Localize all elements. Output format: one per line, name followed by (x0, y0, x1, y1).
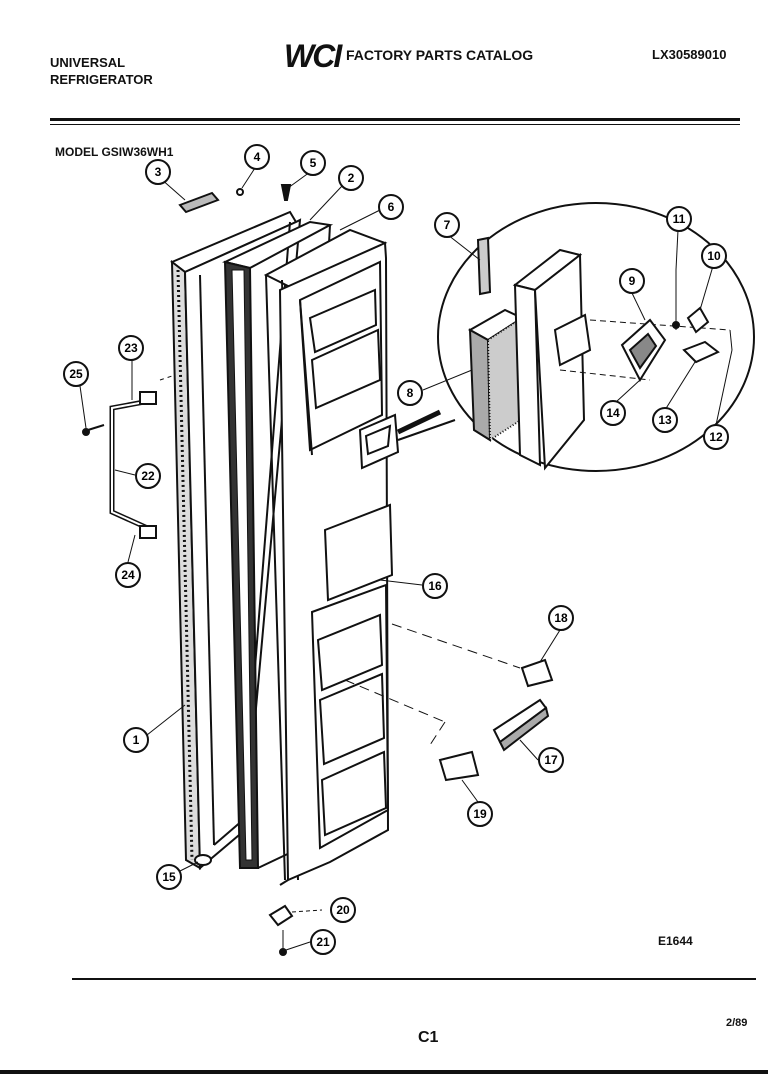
svg-text:1: 1 (133, 733, 140, 747)
callout-13: 13 (652, 407, 678, 433)
callout-6: 6 (378, 194, 404, 220)
svg-text:15: 15 (162, 870, 176, 884)
callout-11: 11 (666, 206, 692, 232)
svg-text:14: 14 (606, 406, 620, 420)
callout-12: 12 (703, 424, 729, 450)
page-number: C1 (418, 1029, 439, 1046)
callout-23: 23 (118, 335, 144, 361)
svg-text:17: 17 (544, 753, 558, 767)
svg-text:24: 24 (121, 568, 135, 582)
callout-9: 9 (619, 268, 645, 294)
svg-text:13: 13 (658, 413, 672, 427)
svg-text:11: 11 (673, 212, 686, 226)
door-handle (82, 374, 176, 539)
part-number: LX30589010 (652, 47, 727, 62)
svg-text:8: 8 (407, 386, 414, 400)
callout-15: 15 (156, 864, 182, 890)
part-5-screw (280, 184, 292, 201)
svg-text:2: 2 (348, 171, 355, 185)
callout-5: 5 (300, 150, 326, 176)
svg-text:25: 25 (69, 367, 83, 381)
callout-22: 22 (135, 463, 161, 489)
part-4-screw (236, 188, 244, 196)
svg-text:6: 6 (388, 200, 395, 214)
callout-8: 8 (397, 380, 423, 406)
door-liner (263, 228, 400, 886)
svg-text:19: 19 (473, 807, 487, 821)
svg-text:5: 5 (310, 156, 317, 170)
callout-3: 3 (145, 159, 171, 185)
svg-text:4: 4 (254, 150, 261, 164)
callout-14: 14 (600, 400, 626, 426)
callout-18: 18 (548, 605, 574, 631)
figure-code: E1644 (658, 934, 693, 948)
callout-19: 19 (467, 801, 493, 827)
svg-text:3: 3 (155, 165, 162, 179)
callout-4: 4 (244, 144, 270, 170)
callout-20: 20 (330, 897, 356, 923)
brand-line-2: REFRIGERATOR (50, 72, 153, 87)
wci-logo: WCI (284, 38, 342, 74)
dispenser-detail-inset (396, 202, 755, 472)
brand-line-1: UNIVERSAL (50, 55, 126, 70)
footer-rule (72, 978, 756, 980)
callout-25: 25 (63, 361, 89, 387)
svg-text:18: 18 (554, 611, 568, 625)
callout-7: 7 (434, 212, 460, 238)
svg-text:7: 7 (444, 218, 451, 232)
header-rule (50, 118, 740, 121)
brand-title: UNIVERSAL REFRIGERATOR (50, 54, 153, 88)
svg-text:10: 10 (707, 249, 721, 263)
callout-10: 10 (701, 243, 727, 269)
callout-16: 16 (422, 573, 448, 599)
svg-text:20: 20 (336, 903, 350, 917)
callout-2: 2 (338, 165, 364, 191)
callout-balloons: 1 2 3 4 5 6 7 8 9 10 11 12 13 14 15 16 1… (63, 144, 729, 955)
part-15-plug (194, 854, 212, 866)
svg-text:12: 12 (709, 430, 723, 444)
callout-1: 1 (123, 727, 149, 753)
revision-date: 2/89 (726, 1017, 748, 1029)
model-label: MODEL GSIW36WH1 (55, 145, 174, 159)
header-rule-thin (50, 124, 740, 125)
svg-text:23: 23 (124, 341, 138, 355)
bottom-edge (0, 1070, 768, 1074)
bin-parts (344, 623, 554, 782)
svg-text:21: 21 (316, 935, 330, 949)
part-20-hinge (268, 904, 294, 927)
catalog-title: FACTORY PARTS CATALOG (346, 47, 534, 63)
part-21-screw (279, 948, 287, 956)
callout-21: 21 (310, 929, 336, 955)
svg-text:22: 22 (141, 469, 155, 483)
part-3-trim (178, 191, 220, 214)
svg-text:16: 16 (428, 579, 442, 593)
leader-lines (79, 167, 733, 951)
callout-24: 24 (115, 562, 141, 588)
svg-text:9: 9 (629, 274, 636, 288)
callout-17: 17 (538, 747, 564, 773)
